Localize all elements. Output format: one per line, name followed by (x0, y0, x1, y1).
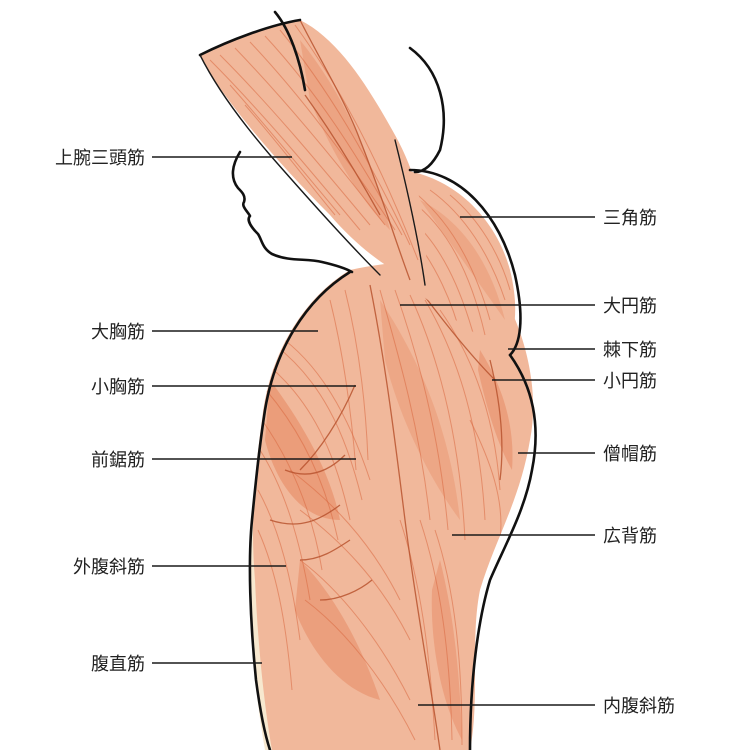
label-infraspinatus: 棘下筋 (603, 340, 657, 361)
label-pectoralis-minor: 小胸筋 (91, 377, 145, 398)
labels-right: 三角筋 大円筋 棘下筋 小円筋 僧帽筋 広背筋 内腹斜筋 (603, 208, 675, 717)
triceps-seam-2 (304, 94, 381, 216)
triceps-seam (299, 19, 411, 281)
triceps-fibers (209, 24, 419, 261)
label-trapezius: 僧帽筋 (603, 444, 657, 465)
label-latissimus-dorsi: 広背筋 (603, 526, 657, 547)
label-external-oblique: 外腹斜筋 (73, 557, 145, 578)
label-teres-minor: 小円筋 (603, 371, 657, 392)
label-pectoralis-major: 大胸筋 (91, 322, 145, 343)
leader-lines (152, 156, 595, 706)
label-internal-oblique: 内腹斜筋 (603, 696, 675, 717)
label-teres-major: 大円筋 (603, 296, 657, 317)
body-outlines (198, 10, 537, 750)
torso-fibers (257, 289, 502, 746)
label-deltoid: 三角筋 (603, 208, 657, 229)
label-serratus-anterior: 前鋸筋 (91, 450, 145, 471)
label-rectus-abdominis: 腹直筋 (91, 654, 145, 675)
label-triceps: 上腕三頭筋 (55, 148, 145, 169)
triceps-shape (200, 20, 427, 285)
labels-left: 上腕三頭筋 大胸筋 小胸筋 前鋸筋 外腹斜筋 腹直筋 (55, 148, 145, 675)
